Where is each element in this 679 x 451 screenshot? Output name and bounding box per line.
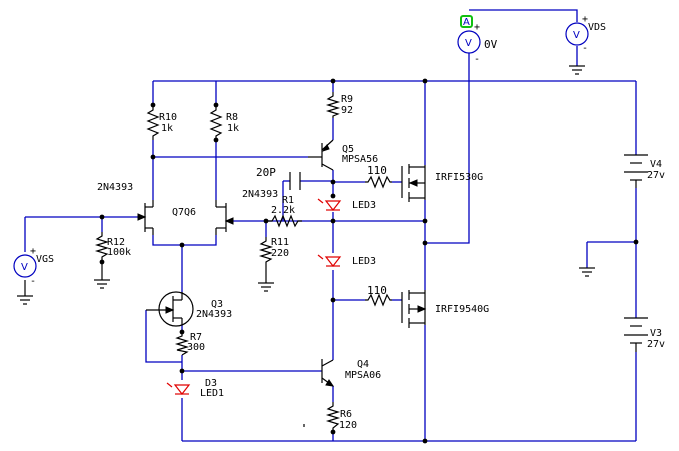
q3-part: 2N4393 [196,309,232,320]
resistor-r8: R8 1k [209,105,239,140]
q6-part: 2N4393 [242,189,278,200]
r12-value: 100k [107,247,131,258]
resistor-r1: R1 2.2k [268,195,302,228]
resistor-r12: R12 100k [94,232,131,262]
d3-part: LED1 [200,388,224,399]
led-led3-lower: LED3 [317,254,376,267]
m-top-part: IRFI530G [435,172,483,183]
vgs-label: VGS [36,254,54,265]
q5-name: Q5 [342,144,354,155]
vgs-plus: + [30,246,36,257]
transistor-q5: Q5 MPSA56 [308,139,378,171]
transistor-q4: Q4 MPSA06 [321,359,381,387]
wires [24,9,637,442]
led-led3-upper: LED3 [317,198,376,211]
v3-name: V3 [650,328,662,339]
ground-supply [579,267,595,277]
v4-value: 27v [647,170,665,181]
ground-vgs [17,280,33,305]
jfet-q3: Q3 2N4393 [146,291,232,327]
resistor-r11: R11 220 [258,237,289,268]
vds-glyph: V [573,30,580,41]
r12-name: R12 [107,237,125,248]
q7q6-name: Q7Q6 [172,207,196,218]
ammeter-reading: 0V [484,38,498,51]
resistor-r6: R6 120 [325,402,357,432]
resistor-r7: R7 300 [174,332,205,356]
resistor-r9: R9 92 [325,92,353,118]
vds-plus: + [582,14,588,25]
resistor-gate-top: 110 [365,164,392,189]
capacitor-20p: 20P [256,166,301,190]
ammeter-output[interactable]: A V + 0V - [457,15,498,65]
m-bottom-part: IRFI9540G [435,304,489,315]
ground-r11 [258,268,274,292]
ammeter-plus: + [474,22,480,33]
gate-bottom-value: 110 [367,284,387,297]
gate-top-value: 110 [367,164,387,177]
led3-lower-name: LED3 [352,256,376,267]
voltmeter-vds[interactable]: V + VDS - [565,14,606,54]
q3-name: Q3 [211,299,223,310]
mosfet-irfi9540g: IRFI9540G [401,290,489,328]
v3-value: 27v [647,339,665,350]
ammeter-minus: - [474,54,480,65]
r6-value: 120 [339,420,357,431]
r8-value: 1k [227,123,239,134]
r1-value: 2.2k [271,205,295,216]
mosfet-irfi530g: IRFI530G [401,164,483,202]
jfet-pair-q7q6: Q7Q6 2N4393 2N4393 [97,182,278,235]
q4-part: MPSA06 [345,370,381,381]
probe-marker [460,15,473,28]
q5-part: MPSA56 [342,154,378,165]
ground-r12 [94,262,110,289]
v4-name: V4 [650,159,662,170]
d3-name: D3 [205,378,217,389]
r11-value: 220 [271,248,289,259]
r7-value: 300 [187,342,205,353]
resistor-r10: R10 1k [146,105,177,140]
led-d3: D3 LED1 [166,378,224,399]
voltmeter-vgs[interactable]: V + VGS - [13,246,54,287]
battery-v4: V4 27v [624,154,665,188]
r7-name: R7 [190,332,202,343]
ground-vds [569,65,585,75]
q7-part: 2N4393 [97,182,133,193]
q4-name: Q4 [357,359,369,370]
r6-name: R6 [340,409,352,420]
r9-value: 92 [341,105,353,116]
r10-value: 1k [161,123,173,134]
battery-v3: V3 27v [624,317,665,352]
r11-name: R11 [271,237,289,248]
vds-label: VDS [588,22,606,33]
resistor-gate-bottom: 110 [365,284,392,307]
ammeter-glyph: V [465,38,472,49]
probe-glyph: A [463,17,470,28]
r1-name: R1 [282,195,294,206]
junction-dots [22,78,639,444]
r10-name: R10 [159,112,177,123]
led3-upper-name: LED3 [352,200,376,211]
vgs-glyph: V [21,262,28,273]
vgs-minus: - [30,276,36,287]
vds-minus: - [582,43,588,54]
cap-value: 20P [256,166,276,179]
r8-name: R8 [226,112,238,123]
r9-name: R9 [341,94,353,105]
